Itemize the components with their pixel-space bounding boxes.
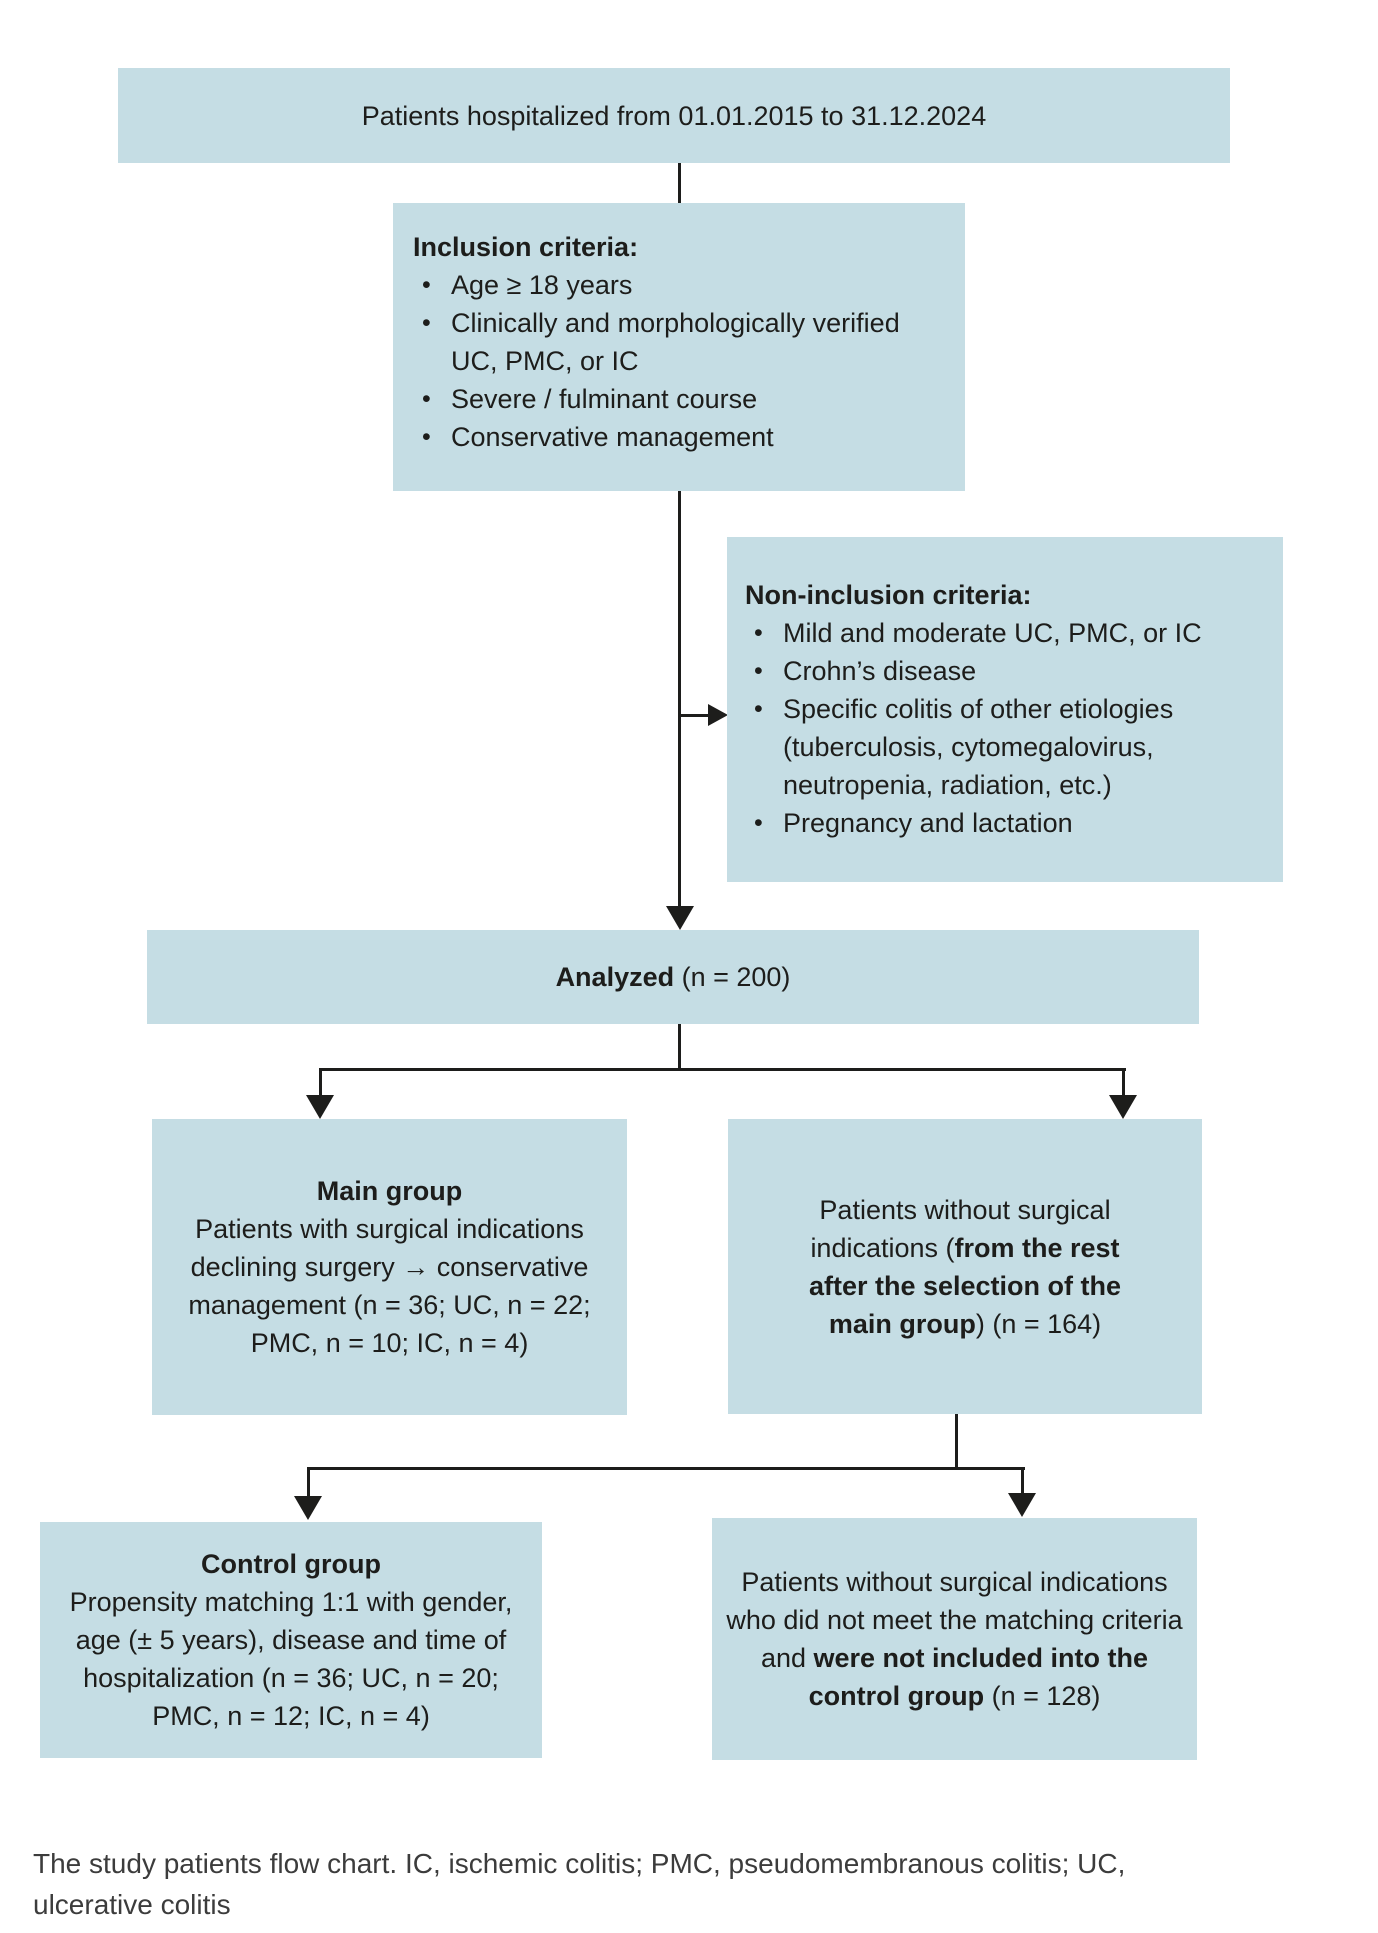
analyzed-label: Analyzed (555, 962, 675, 992)
non-inclusion-criteria-list: Mild and moderate UC, PMC, or IC Crohn’s… (745, 614, 1263, 842)
main-group-title: Main group (316, 1176, 463, 1206)
without-indications-post: ) (n = 164) (975, 1308, 1102, 1339)
figure-caption: The study patients flow chart. IC, ische… (33, 1848, 1126, 1920)
box-not-included-control: Patients without surgical indications wh… (712, 1518, 1197, 1760)
control-group-body: Propensity matching 1:1 with gender, age… (69, 1587, 513, 1731)
connector-analyzed-branch (319, 1068, 1126, 1071)
connector-inclusion-to-analyzed (678, 491, 681, 907)
connector-top-to-inclusion (678, 163, 681, 204)
non-inclusion-item: Pregnancy and lactation (745, 804, 1263, 842)
without-indications-bold: from the rest after the selection of the… (808, 1232, 1122, 1339)
box-without-surgical-indications: Patients without surgical indications (f… (728, 1119, 1202, 1414)
arrowhead-down-icon (666, 906, 694, 930)
non-inclusion-item: Crohn’s disease (745, 652, 1263, 690)
arrowhead-down-icon (294, 1496, 322, 1520)
arrowhead-down-icon (1109, 1095, 1137, 1119)
inclusion-criteria-list: Age ≥ 18 years Clinically and morphologi… (413, 266, 909, 456)
arrowhead-down-icon (306, 1095, 334, 1119)
not-included-text: Patients without surgical indications wh… (718, 1563, 1191, 1715)
analyzed-text: Analyzed (n = 200) (556, 958, 791, 996)
without-indications-pre: Patients without surgical indications ( (810, 1194, 1111, 1263)
box-patients-hospitalized: Patients hospitalized from 01.01.2015 to… (118, 68, 1230, 163)
non-inclusion-criteria-title: Non-inclusion criteria: (745, 580, 1032, 610)
box-non-inclusion-criteria: Non-inclusion criteria: Mild and moderat… (727, 537, 1283, 882)
inclusion-item: Severe / fulminant course (413, 380, 909, 418)
inclusion-item: Age ≥ 18 years (413, 266, 909, 304)
not-included-pre: Patients without surgical indications wh… (726, 1567, 1183, 1673)
connector-to-control-group (307, 1467, 310, 1497)
patients-hospitalized-text: Patients hospitalized from 01.01.2015 to… (361, 100, 987, 131)
inclusion-item: Conservative management (413, 418, 909, 456)
box-inclusion-criteria: Inclusion criteria: Age ≥ 18 years Clini… (393, 203, 965, 491)
arrowhead-right-icon (708, 704, 728, 726)
not-included-bold: were not included into the control group (808, 1643, 1149, 1711)
connector-to-without-indications (1122, 1068, 1125, 1096)
connector-to-main-group (319, 1068, 322, 1096)
analyzed-count: (n = 200) (674, 962, 791, 992)
arrowhead-down-icon (1008, 1493, 1036, 1517)
non-inclusion-item: Mild and moderate UC, PMC, or IC (745, 614, 1263, 652)
non-inclusion-item: Specific colitis of other etiologies (tu… (745, 690, 1263, 804)
main-group-body: Patients with surgical indications decli… (188, 1214, 591, 1358)
inclusion-criteria-title: Inclusion criteria: (413, 232, 639, 262)
without-indications-text: Patients without surgical indications (f… (778, 1191, 1152, 1343)
connector-without-branch (307, 1467, 1025, 1470)
connector-to-non-inclusion (680, 714, 710, 717)
inclusion-item: Clinically and morphologically verified … (413, 304, 909, 380)
box-analyzed: Analyzed (n = 200) (147, 930, 1199, 1024)
connector-to-not-included (1021, 1467, 1024, 1495)
connector-analyzed-stub (678, 1024, 681, 1070)
connector-without-stub (955, 1414, 958, 1470)
not-included-post: (n = 128) (984, 1681, 1101, 1711)
control-group-title: Control group (201, 1549, 381, 1579)
